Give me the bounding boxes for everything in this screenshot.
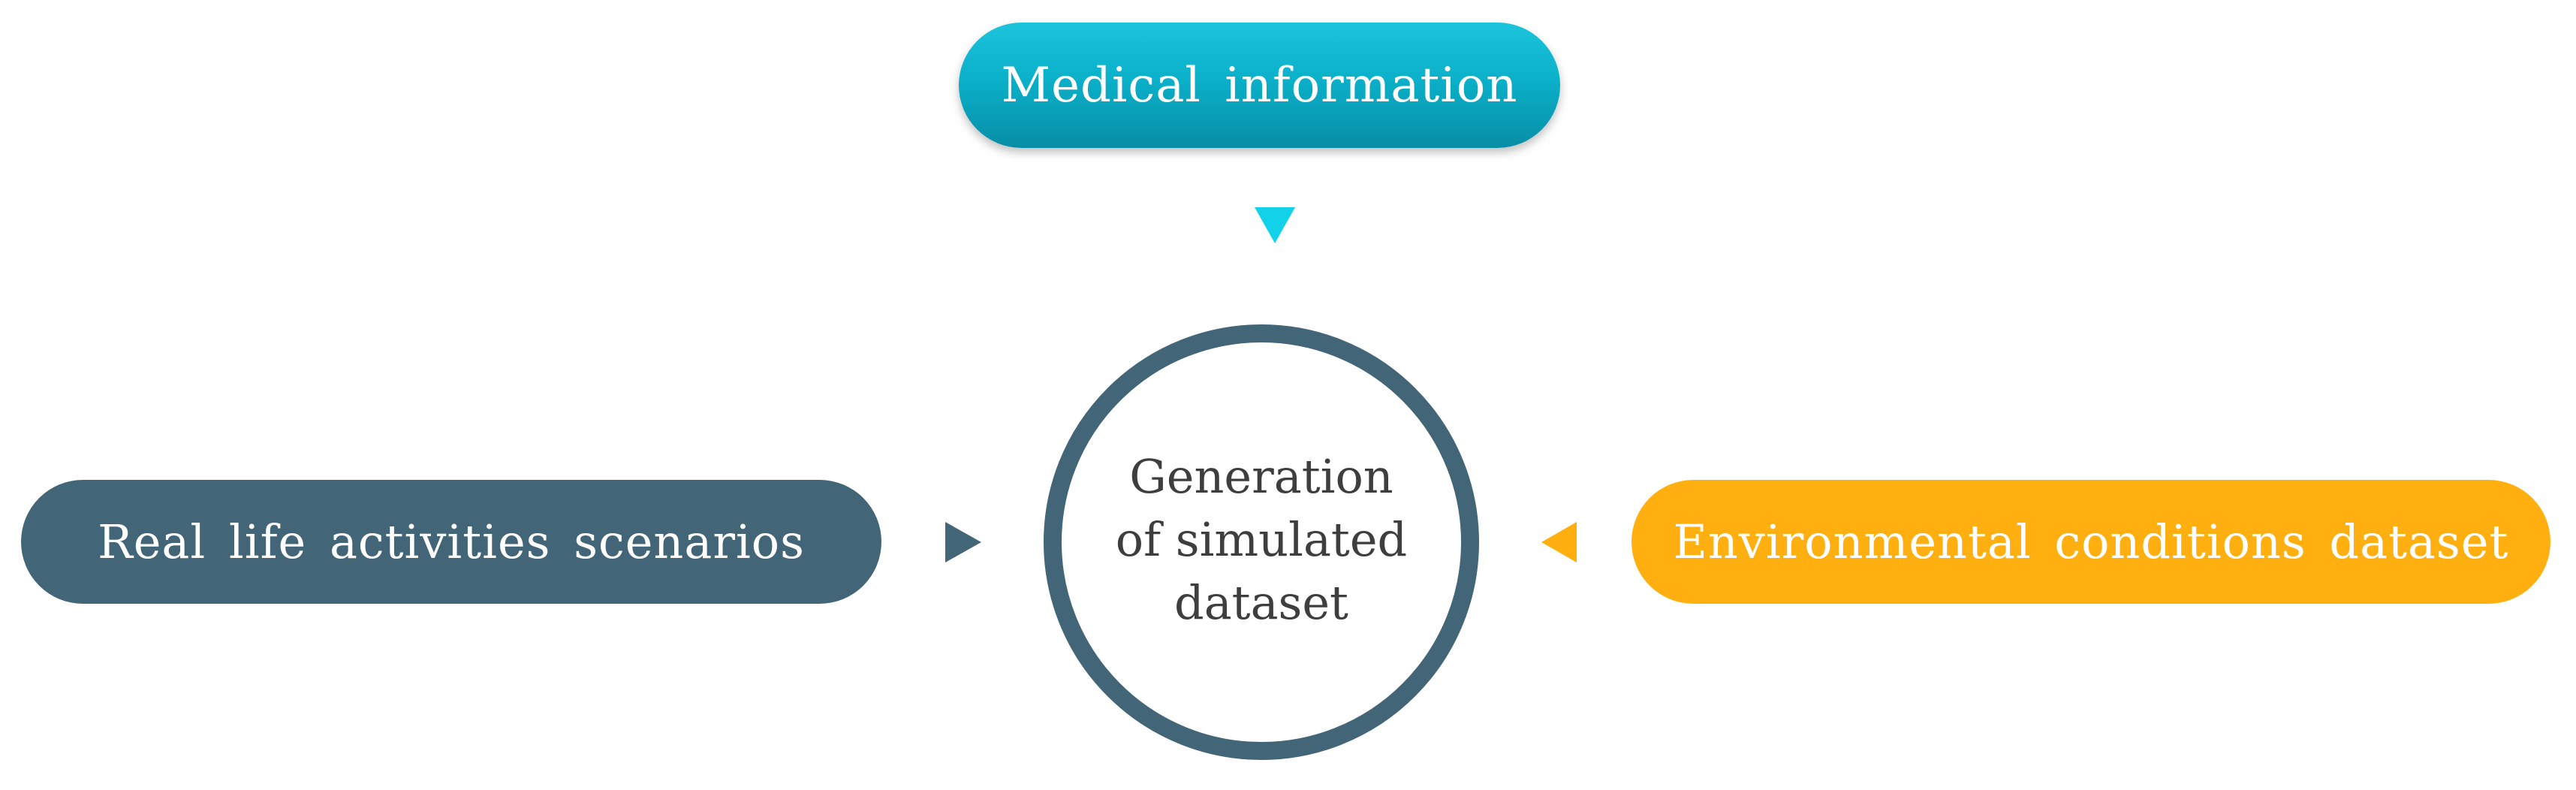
environmental-conditions-node: Environmental conditions dataset xyxy=(1631,480,2550,604)
real-life-activities-label: Real life activities scenarios xyxy=(98,514,805,569)
real-life-activities-node: Real life activities scenarios xyxy=(21,480,881,604)
medical-information-node: Medical information xyxy=(959,23,1560,148)
right-arrow-icon xyxy=(945,522,981,562)
hub-label-line-3: dataset xyxy=(1174,575,1348,630)
hub-label-line-1: Generation xyxy=(1129,449,1393,504)
left-arrow-icon xyxy=(1541,522,1577,562)
medical-information-label: Medical information xyxy=(1001,57,1518,113)
hub-label-line-2: of simulated xyxy=(1115,512,1408,567)
generation-hub-circle: Generation of simulated dataset xyxy=(1044,324,1479,760)
environmental-conditions-label: Environmental conditions dataset xyxy=(1673,514,2509,569)
hub-label: Generation of simulated dataset xyxy=(1116,445,1407,635)
down-arrow-icon xyxy=(1255,207,1295,243)
